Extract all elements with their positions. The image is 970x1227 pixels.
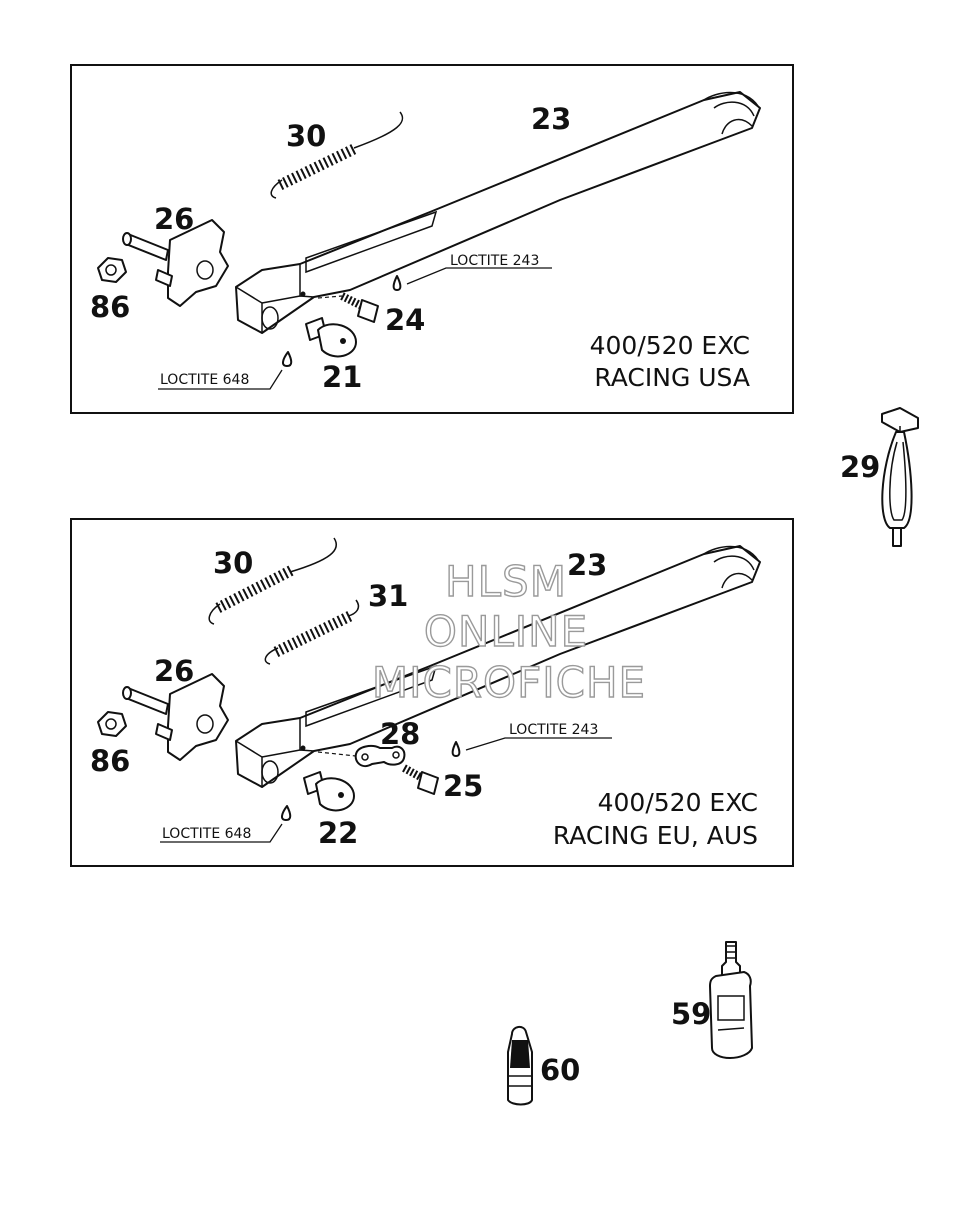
callout-pivot: 26 — [154, 202, 194, 236]
loctite-label-lower: LOCTITE 648 — [162, 826, 251, 842]
side-stand — [235, 91, 761, 334]
callout-stand: 23 — [567, 548, 607, 582]
stop-pin — [303, 771, 355, 812]
callout-bottle: 59 — [671, 997, 711, 1031]
loctite-drop-icon — [282, 351, 293, 367]
callout-stand: 23 — [531, 102, 571, 136]
watermark-line-3: MICROFICHE — [372, 658, 646, 707]
stop-pin — [305, 317, 357, 358]
callout-bolt: 24 — [385, 303, 425, 337]
callout-stop: 22 — [318, 816, 358, 850]
callout-stop: 21 — [322, 360, 362, 394]
panel-eu-aus — [70, 518, 794, 867]
callout-bolt: 25 — [443, 769, 483, 803]
callout-nut: 86 — [90, 744, 130, 778]
callout-plate: 28 — [380, 717, 420, 751]
loctite-bottle — [709, 941, 753, 1059]
model-line-1: 400/520 EXC — [590, 331, 750, 360]
callout-pivot: 26 — [154, 654, 194, 688]
model-line-1: 400/520 EXC — [598, 788, 758, 817]
callout-nut: 86 — [90, 290, 130, 324]
callout-spring: 30 — [286, 119, 326, 153]
callout-spring-2: 31 — [368, 579, 408, 613]
model-line-2: RACING EU, AUS — [553, 821, 758, 850]
spring-hook-tool — [881, 407, 919, 547]
lock-plate — [317, 745, 406, 768]
spring-2 — [264, 599, 360, 665]
pivot-bracket — [122, 673, 229, 761]
nut — [97, 257, 127, 283]
loctite-drop-icon — [392, 275, 402, 291]
spring — [270, 111, 404, 199]
watermark-line-2: ONLINE — [424, 607, 588, 656]
callout-spring: 30 — [213, 546, 253, 580]
model-line-2: RACING USA — [594, 363, 750, 392]
callout-tube: 60 — [540, 1053, 580, 1087]
watermark-line-1: HLSM — [445, 557, 567, 606]
loctite-drop-icon — [281, 805, 292, 821]
loctite-label-upper: LOCTITE 243 — [450, 253, 539, 269]
panel-frame — [70, 64, 794, 414]
loctite-drop-icon — [451, 741, 461, 757]
pivot-bracket — [122, 219, 229, 307]
bolt — [317, 292, 379, 323]
panel-frame — [70, 518, 794, 867]
loctite-tube — [507, 1026, 533, 1106]
callout-tool: 29 — [840, 450, 880, 484]
spring — [208, 537, 338, 625]
nut — [97, 711, 127, 737]
bolt — [402, 764, 439, 795]
loctite-label-upper: LOCTITE 243 — [509, 722, 598, 738]
side-stand — [235, 545, 761, 788]
loctite-label-lower: LOCTITE 648 — [160, 372, 249, 388]
panel-usa — [70, 64, 794, 414]
